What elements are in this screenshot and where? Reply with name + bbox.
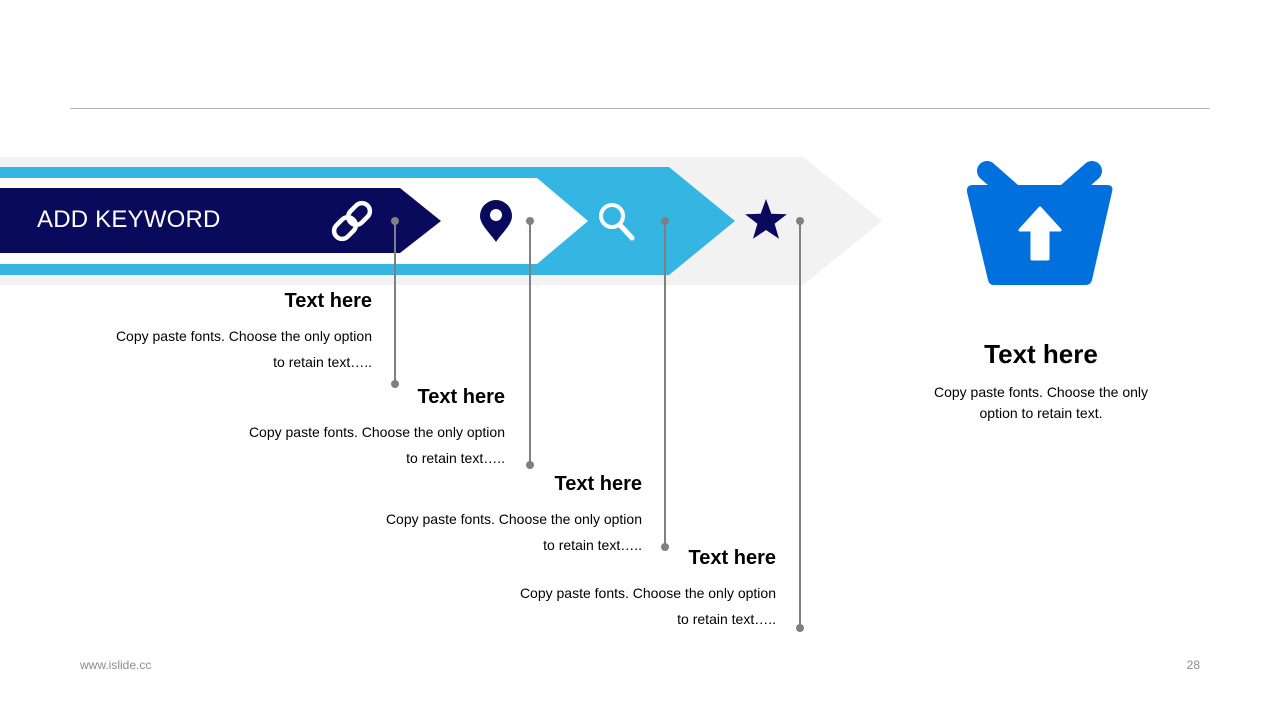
location-pin-icon [480, 200, 512, 242]
leader-line-4 [796, 217, 804, 632]
step-heading: Text here [554, 473, 642, 495]
step-heading: Text here [417, 386, 505, 408]
step-description-line: to retain text….. [677, 611, 776, 627]
step-block-1: Text here Copy paste fonts. Choose the o… [116, 289, 372, 375]
star-icon [745, 199, 787, 239]
step-description: Copy paste fonts. Choose the only option… [386, 506, 642, 558]
step-description: Copy paste fonts. Choose the only option… [249, 419, 505, 471]
step-description-line: Copy paste fonts. Choose the only option [385, 511, 642, 527]
step-description-line: Copy paste fonts. Choose the only option [519, 585, 776, 601]
step-description-line: to retain text….. [543, 537, 642, 553]
step-heading: Text here [284, 290, 372, 312]
step-description-line: to retain text….. [273, 354, 372, 370]
step-heading: Text here [688, 547, 776, 569]
step-block-2: Text here Copy paste fonts. Choose the o… [249, 385, 505, 471]
link-icon [331, 200, 373, 242]
leader-line-2 [526, 217, 534, 469]
banner-keyword: ADD KEYWORD [37, 206, 221, 233]
step-block-3: Text here Copy paste fonts. Choose the o… [386, 472, 642, 558]
page-number: 28 [1186, 658, 1200, 672]
step-description-line: to retain text….. [406, 450, 505, 466]
arrow-navy [0, 188, 441, 253]
leader-line-3 [661, 217, 669, 551]
top-divider [70, 108, 1210, 109]
feature-description: Copy paste fonts. Choose the only option… [900, 382, 1182, 424]
step-description-line: Copy paste fonts. Choose the only option [248, 424, 505, 440]
step-description: Copy paste fonts. Choose the only option… [116, 323, 372, 375]
feature-description-line: Copy paste fonts. Choose the only [933, 384, 1149, 400]
basket-upload-icon [966, 161, 1113, 285]
leader-line-1 [391, 217, 399, 388]
step-description: Copy paste fonts. Choose the only option… [520, 580, 776, 632]
feature-description-line: option to retain text. [979, 405, 1103, 421]
feature-heading: Text here [984, 339, 1098, 369]
footer-url: www.islide.cc [80, 658, 152, 672]
search-icon [599, 203, 635, 241]
step-description-line: Copy paste fonts. Choose the only option [115, 328, 372, 344]
step-block-4: Text here Copy paste fonts. Choose the o… [520, 546, 776, 632]
feature-block: Text here Copy paste fonts. Choose the o… [900, 338, 1182, 424]
